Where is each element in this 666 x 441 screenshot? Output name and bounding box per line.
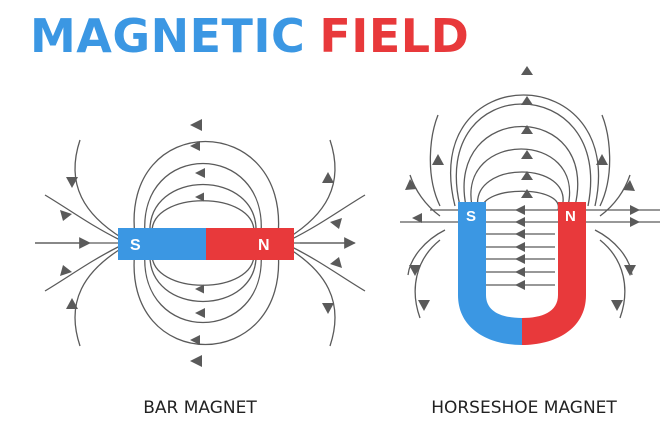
bar-magnet-north-label: N (258, 237, 270, 254)
bar-magnet-south-pole (118, 228, 206, 260)
bar-magnet-field-lines (35, 139, 366, 347)
bar-magnet-arrows (60, 119, 342, 367)
bar-magnet-caption: BAR MAGNET (143, 398, 257, 418)
horseshoe-magnet-caption: HORSESHOE MAGNET (431, 398, 617, 418)
title-word-field: FIELD (319, 9, 470, 63)
horseshoe-south-label: S (466, 208, 476, 225)
bar-magnet: S N (118, 228, 294, 260)
horseshoe-north-label: N (565, 208, 576, 225)
bar-magnet-north-pole (206, 228, 294, 260)
horseshoe-field-lines (400, 94, 660, 319)
horseshoe-north-arm (522, 202, 586, 345)
horseshoe-magnet: S N (458, 202, 586, 345)
title-word-magnetic: MAGNETIC (30, 9, 306, 63)
horseshoe-arrows (405, 66, 640, 311)
bar-magnet-south-label: S (130, 237, 141, 254)
horseshoe-south-arm (458, 202, 522, 345)
